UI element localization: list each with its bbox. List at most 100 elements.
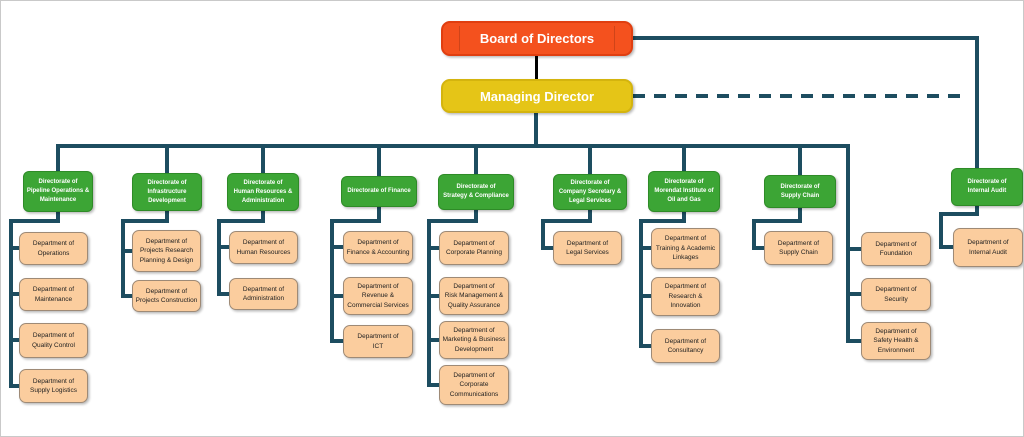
connector-col9-stub2	[846, 292, 861, 296]
connector-col3-spine	[217, 219, 221, 296]
connector-drop-col5	[474, 148, 478, 174]
department-quality-control-box[interactable]: Department of Quality Control	[19, 323, 88, 358]
department-marketing-business-development-box[interactable]: Department of Marketing & Business Devel…	[439, 321, 509, 359]
department-label: Department of Operations	[32, 240, 75, 257]
department-label: Department of Legal Services	[566, 239, 609, 256]
connector-col6-elbow-v	[588, 210, 592, 223]
department-label: Department of Corporate Planning	[445, 239, 502, 256]
department-label: Department of Foundation	[875, 240, 917, 257]
department-projects-research-planning-design-box[interactable]: Department of Projects Research Planning…	[132, 230, 201, 272]
connector-col7-stub3	[639, 344, 651, 348]
connector-board-to-md	[535, 56, 538, 79]
department-label: Department of Marketing & Business Devel…	[442, 326, 506, 353]
department-maintenance-box[interactable]: Department of Maintenance	[19, 278, 88, 311]
connector-drop-col4	[377, 148, 381, 176]
connector-col3-elbow-v	[261, 211, 265, 223]
connector-col3-elbow-h	[217, 219, 265, 223]
board-of-directors-box[interactable]: Board of Directors	[441, 21, 633, 56]
connector-md-dashed	[633, 94, 967, 98]
department-projects-construction-box[interactable]: Department of Projects Construction	[132, 280, 201, 312]
connector-col7-elbow-h	[639, 219, 686, 223]
connector-col3-stub1	[217, 245, 229, 249]
department-revenue-commercial-services-box[interactable]: Department of Revenue & Commercial Servi…	[343, 277, 413, 315]
directorate-internal-audit-box[interactable]: Directorate of Internal Audit	[951, 168, 1023, 206]
connector-col4-elbow-h	[330, 219, 381, 223]
department-human-resources-box[interactable]: Department of Human Resources	[229, 231, 298, 264]
connector-col9-spine	[846, 144, 850, 343]
directorate-label: Directorate of Internal Audit	[967, 179, 1007, 194]
connector-col10-stub1	[939, 245, 953, 249]
department-security-box[interactable]: Department of Security	[861, 278, 931, 311]
department-label: Department of ICT	[357, 333, 399, 350]
connector-drop-col8	[798, 148, 802, 175]
department-label: Department of Safety Health & Environmen…	[873, 327, 919, 354]
connector-col5-spine	[427, 219, 431, 387]
connector-drop-col2	[165, 148, 169, 173]
department-supply-logistics-box[interactable]: Department of Supply Logistics	[19, 369, 88, 403]
connector-col5-elbow-v	[474, 210, 478, 223]
connector-col10-spine	[939, 212, 943, 249]
managing-director-box[interactable]: Managing Director	[441, 79, 633, 113]
connector-col5-elbow-h	[427, 219, 478, 223]
directorate-infrastructure-development-box[interactable]: Directorate of Infrastructure Developmen…	[132, 173, 202, 211]
board-side-separator-right	[614, 26, 615, 51]
department-research-innovation-box[interactable]: Department of Research & Innovation	[651, 277, 720, 316]
department-label: Department of Research & Innovation	[664, 283, 707, 310]
department-label: Department of Supply Logistics	[30, 377, 77, 394]
connector-col1-stub2	[9, 292, 19, 296]
directorate-finance-box[interactable]: Directorate of Finance	[341, 176, 417, 207]
department-label: Department of Projects Research Planning…	[139, 237, 194, 264]
connector-col8-spine	[752, 219, 756, 250]
department-corporate-communications-box[interactable]: Department of Corporate Communications	[439, 365, 509, 405]
directorate-label: Directorate of Company Secretary & Legal…	[558, 179, 622, 204]
department-label: Department of Supply Chain	[777, 239, 820, 256]
connector-col5-stub1	[427, 246, 439, 250]
connector-col1-elbow-v	[56, 212, 60, 223]
directorate-label: Directorate of Morendat Institute of Oil…	[654, 179, 714, 203]
connector-col10-elbow-h	[939, 212, 979, 216]
directorate-pipeline-operations-maintenance-box[interactable]: Directorate of Pipeline Operations & Mai…	[23, 171, 93, 212]
directorate-supply-chain-box[interactable]: Directorate of Supply Chain	[764, 175, 836, 208]
directorate-morendat-institute-oil-gas-box[interactable]: Directorate of Morendat Institute of Oil…	[648, 171, 720, 212]
department-foundation-box[interactable]: Department of Foundation	[861, 232, 931, 266]
department-label: Department of Risk Management & Quality …	[444, 282, 504, 309]
department-legal-services-box[interactable]: Department of Legal Services	[553, 231, 622, 265]
department-label: Department of Human Resources	[236, 239, 291, 256]
board-side-separator-left	[459, 26, 460, 51]
connector-col6-stub1	[541, 246, 553, 250]
department-internal-audit-box[interactable]: Department of Internal Audit	[953, 228, 1023, 267]
directorate-strategy-compliance-box[interactable]: Directorate of Strategy & Compliance	[438, 174, 514, 210]
connector-col6-elbow-h	[541, 219, 592, 223]
department-safety-health-environment-box[interactable]: Department of Safety Health & Environmen…	[861, 322, 931, 360]
directorate-label: Directorate of Finance	[347, 188, 411, 194]
connector-col4-stub2	[330, 294, 343, 298]
department-finance-accounting-box[interactable]: Department of Finance & Accounting	[343, 231, 413, 264]
connector-col4-stub1	[330, 245, 343, 249]
department-ict-box[interactable]: Department of ICT	[343, 325, 413, 358]
department-risk-management-quality-assurance-box[interactable]: Department of Risk Management & Quality …	[439, 277, 509, 315]
connector-col2-elbow-v	[165, 211, 169, 223]
connector-col8-elbow-v	[798, 208, 802, 223]
connector-col1-stub4	[9, 384, 19, 388]
directorate-human-resources-administration-box[interactable]: Directorate of Human Resources & Adminis…	[227, 173, 299, 211]
department-training-academic-linkages-box[interactable]: Department of Training & Academic Linkag…	[651, 228, 720, 269]
department-supply-chain-box[interactable]: Department of Supply Chain	[764, 231, 833, 265]
directorate-company-secretary-legal-services-box[interactable]: Directorate of Company Secretary & Legal…	[553, 174, 627, 210]
connector-col4-stub3	[330, 339, 343, 343]
connector-col4-elbow-v	[377, 207, 381, 223]
connector-col2-stub1	[121, 249, 132, 253]
directorate-label: Directorate of Human Resources & Adminis…	[233, 179, 293, 204]
connector-col1-elbow-h	[9, 219, 60, 223]
connector-col10-elbow-v	[975, 206, 979, 216]
department-label: Department of Internal Audit	[967, 239, 1009, 256]
connector-board-to-internal-audit-vertical	[975, 36, 979, 168]
department-operations-box[interactable]: Department of Operations	[19, 232, 88, 265]
connector-col8-elbow-h	[752, 219, 802, 223]
connector-drop-col1	[56, 148, 60, 171]
department-consultancy-box[interactable]: Department of Consultancy	[651, 329, 720, 363]
department-administration-box[interactable]: Department of Administration	[229, 278, 298, 310]
department-corporate-planning-box[interactable]: Department of Corporate Planning	[439, 231, 509, 265]
connector-col1-stub1	[9, 246, 19, 250]
department-label: Department of Projects Construction	[135, 287, 198, 304]
department-label: Department of Corporate Communications	[449, 371, 499, 398]
